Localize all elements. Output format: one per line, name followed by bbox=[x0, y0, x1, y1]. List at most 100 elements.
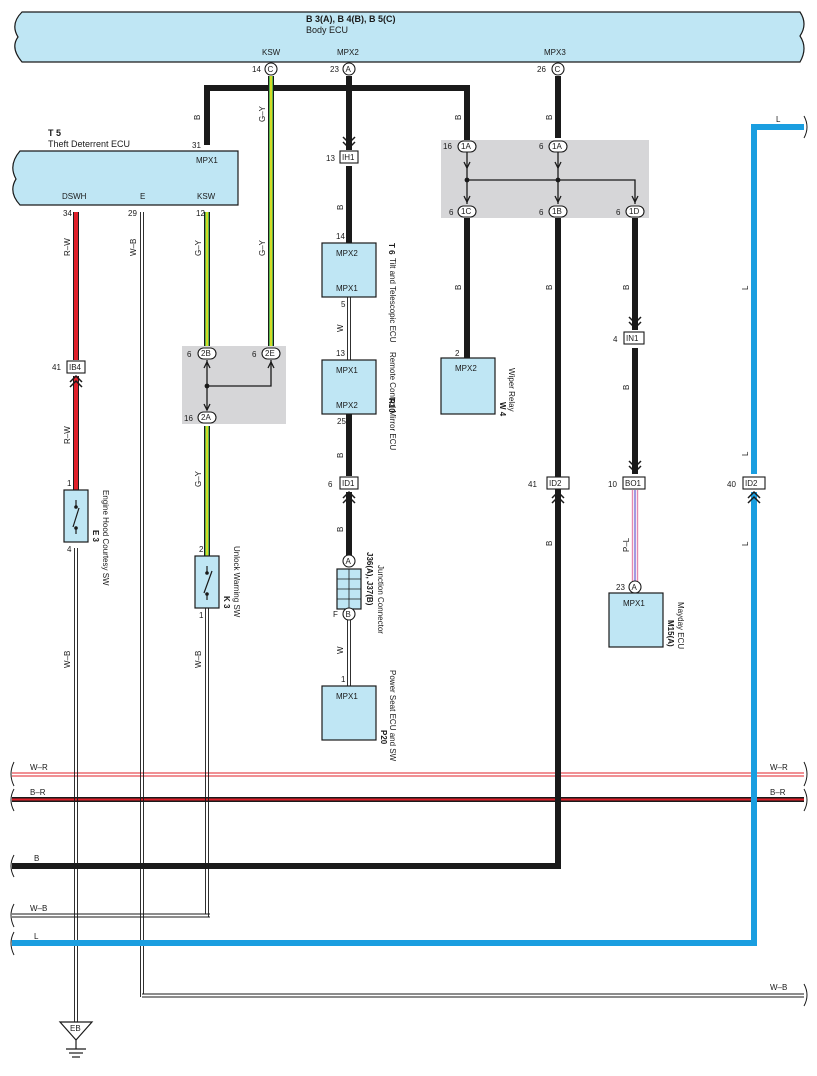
label-wb-2: W–B bbox=[63, 651, 72, 668]
body-ecu-box bbox=[14, 11, 805, 63]
connector-id2-40: 40 ID2 bbox=[727, 476, 766, 504]
svg-text:2E: 2E bbox=[265, 349, 275, 358]
label-b-10: B bbox=[336, 527, 345, 532]
tilt-ecu-name: Tilt and Telescopic ECU bbox=[388, 258, 397, 343]
svg-text:IB4: IB4 bbox=[69, 363, 82, 372]
seat-ecu-box bbox=[321, 685, 377, 741]
seat-ecu-ref: P20 bbox=[379, 730, 388, 745]
mirror-ecu-box bbox=[321, 359, 377, 415]
mirror-pin-mpx1: MPX1 bbox=[336, 366, 358, 375]
label-wb-bus: W–B bbox=[30, 904, 47, 913]
unlock-sw-box bbox=[194, 555, 220, 609]
theft-ecu-ref: T 5 bbox=[48, 128, 61, 138]
theft-pin-ksw-label: KSW bbox=[197, 192, 216, 201]
theft-ecu-name: Theft Deterrent ECU bbox=[48, 139, 130, 149]
wire-l-blue bbox=[12, 124, 804, 946]
connector-ih1: 13 IH1 bbox=[326, 136, 359, 164]
wire-b-top-loop bbox=[204, 85, 470, 145]
body-pin-ksw: 14 C bbox=[252, 62, 278, 76]
tilt-pin-mpx1: MPX1 bbox=[336, 284, 358, 293]
hood-switch-dot-top bbox=[74, 505, 78, 509]
body-pin-ksw-label: KSW bbox=[262, 48, 281, 57]
jb-pin-6-1d: 6 1D bbox=[616, 205, 645, 218]
bus-w-b-top bbox=[12, 913, 210, 918]
svg-text:A: A bbox=[346, 65, 352, 74]
svg-text:16: 16 bbox=[184, 414, 193, 423]
label-gy-1: G–Y bbox=[258, 105, 267, 122]
svg-text:C: C bbox=[555, 65, 561, 74]
theft-pin-34: 34 bbox=[63, 209, 72, 218]
label-b-7: B bbox=[622, 285, 631, 290]
unlock-pin-2: 2 bbox=[199, 545, 204, 554]
wire-w-b-unlock bbox=[205, 608, 210, 918]
mirror-pin-mpx2: MPX2 bbox=[336, 401, 358, 410]
ground-icon: EB bbox=[58, 1021, 94, 1058]
mayday-pin-a: 23 A bbox=[616, 580, 642, 594]
svg-text:41: 41 bbox=[528, 480, 537, 489]
mayday-pin-mpx1: MPX1 bbox=[623, 599, 645, 608]
svg-text:6: 6 bbox=[539, 208, 544, 217]
svg-text:6: 6 bbox=[328, 480, 333, 489]
label-b-2: B bbox=[454, 115, 463, 120]
svg-text:F: F bbox=[333, 610, 338, 619]
svg-text:23: 23 bbox=[330, 65, 339, 74]
svg-text:1B: 1B bbox=[552, 207, 562, 216]
wiper-name: Wiper Relay bbox=[507, 368, 516, 412]
svg-text:IN1: IN1 bbox=[626, 334, 639, 343]
junction-ref: J36(A), J37(B) bbox=[365, 552, 374, 606]
svg-text:B: B bbox=[346, 610, 351, 619]
label-w-1: W bbox=[336, 324, 345, 332]
jb-pin-6-1a: 6 1A bbox=[539, 140, 568, 153]
body-pin-mpx2: 23 A bbox=[330, 62, 356, 76]
connector-id2-41: 41 ID2 bbox=[528, 476, 570, 504]
mirror-pin-25: 25 bbox=[337, 417, 346, 426]
svg-text:10: 10 bbox=[608, 480, 617, 489]
theft-pin-e-label: E bbox=[140, 192, 145, 201]
junction-dot-1b bbox=[555, 177, 561, 183]
body-pin-mpx3-label: MPX3 bbox=[544, 48, 566, 57]
connector-bo1: 10 BO1 bbox=[608, 460, 646, 490]
svg-text:6: 6 bbox=[539, 142, 544, 151]
junction-dot-2 bbox=[204, 383, 210, 389]
wiper-pin-2: 2 bbox=[455, 349, 460, 358]
jb-pin-16-1a: 16 1A bbox=[443, 140, 477, 153]
wire-w-tilt-mirror bbox=[347, 296, 351, 360]
wire-w-b-hood-ground bbox=[74, 548, 78, 1022]
label-l-1: L bbox=[741, 285, 750, 290]
wire-p-l bbox=[631, 490, 639, 582]
unlock-switch-dot-bottom bbox=[205, 592, 209, 596]
hood-sw-name: Engine Hood Courtesy SW bbox=[101, 490, 110, 586]
wire-w-b-theft-e bbox=[140, 212, 144, 997]
jb-pin-6-2b: 6 2B bbox=[187, 347, 217, 360]
svg-text:ID2: ID2 bbox=[549, 479, 562, 488]
theft-pin-29: 29 bbox=[128, 209, 137, 218]
unlock-pin-1: 1 bbox=[199, 611, 204, 620]
svg-text:4: 4 bbox=[613, 335, 618, 344]
svg-text:13: 13 bbox=[326, 154, 335, 163]
label-w-2: W bbox=[336, 646, 345, 654]
jb-pin-6-1b: 6 1B bbox=[539, 205, 568, 218]
label-b-5: B bbox=[454, 285, 463, 290]
seat-pin-mpx1: MPX1 bbox=[336, 692, 358, 701]
label-b-bus: B bbox=[34, 854, 39, 863]
body-ecu-name: Body ECU bbox=[306, 25, 348, 35]
svg-text:EB: EB bbox=[70, 1024, 81, 1033]
theft-ecu-box bbox=[12, 150, 239, 206]
svg-text:6: 6 bbox=[187, 350, 192, 359]
label-b-8: B bbox=[336, 453, 345, 458]
label-l-3: L bbox=[741, 541, 750, 546]
hood-pin-1: 1 bbox=[67, 479, 72, 488]
junction-dot-1a bbox=[464, 177, 470, 183]
label-rw-1: R–W bbox=[63, 238, 72, 256]
jb-pin-6-2e: 6 2E bbox=[252, 347, 281, 360]
svg-text:14: 14 bbox=[252, 65, 261, 74]
junction-connector: A F B bbox=[333, 554, 362, 621]
label-b-9: B bbox=[622, 385, 631, 390]
wire-b-1b-ground bbox=[12, 218, 561, 869]
unlock-sw-name: Unlock Warning SW bbox=[232, 546, 241, 618]
label-l-top: L bbox=[776, 115, 781, 124]
hood-sw-ref: E 3 bbox=[91, 530, 100, 543]
svg-text:41: 41 bbox=[52, 363, 61, 372]
svg-text:A: A bbox=[632, 583, 638, 592]
bus-end-marks bbox=[10, 115, 808, 1007]
